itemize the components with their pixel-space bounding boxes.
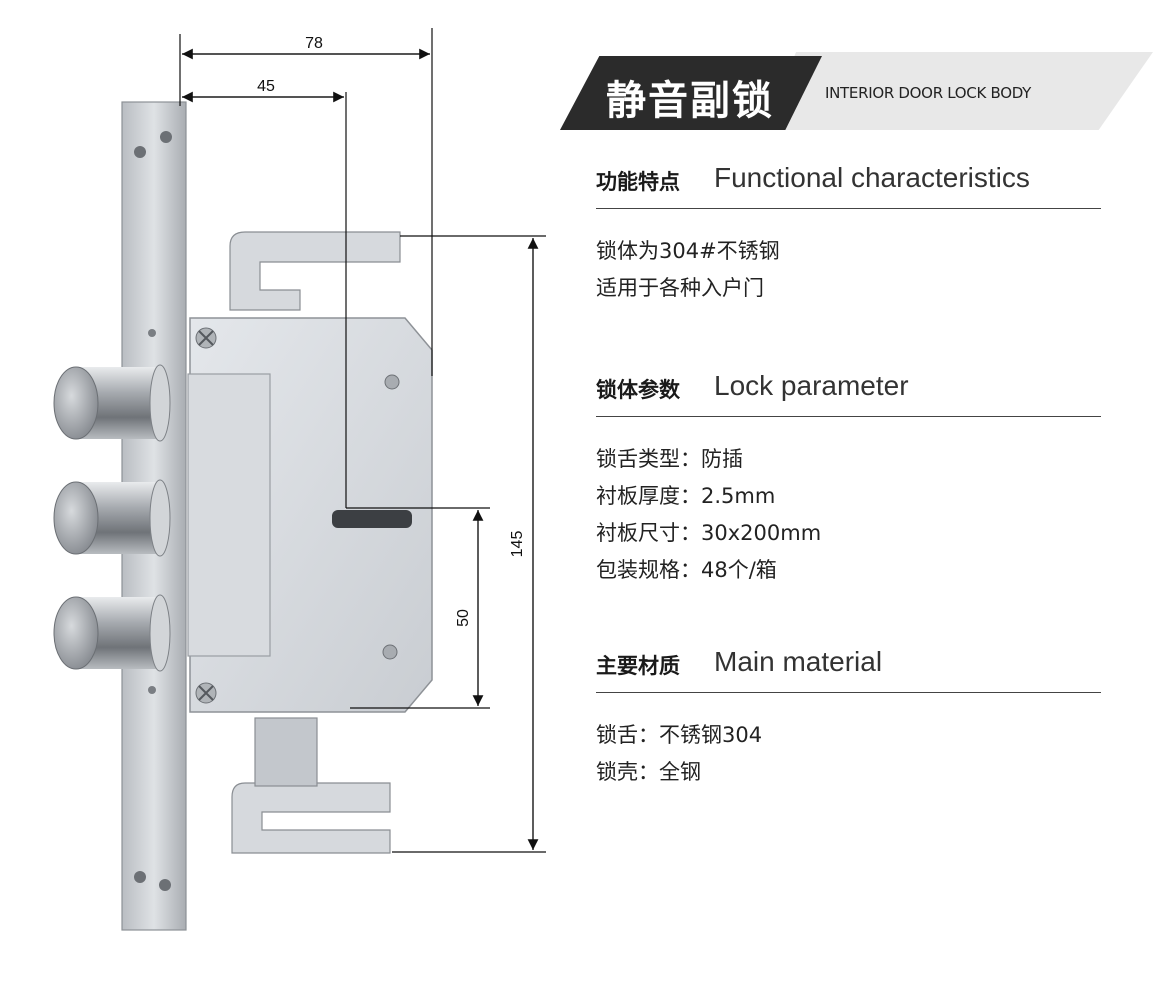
parameter-line: 衬板厚度：2.5mm: [596, 484, 776, 508]
section-title-en: Main material: [714, 646, 883, 677]
faceplate-hole: [160, 131, 172, 143]
screw-bottom-right: [382, 644, 398, 660]
section-title-en: Lock parameter: [714, 370, 909, 401]
lock-body-illustration: 78 45 145 50: [53, 28, 546, 931]
parameter-line: 锁舌类型：防插: [596, 447, 743, 471]
section-title-cn: 锁体参数: [596, 378, 680, 402]
section-functional-characteristics: 功能特点 Functional characteristics 锁体为304#不…: [596, 156, 1101, 307]
section-lock-parameter: 锁体参数 Lock parameter 锁舌类型：防插 衬板厚度：2.5mm 衬…: [596, 364, 1101, 589]
section-title-en: Functional characteristics: [714, 162, 1030, 193]
lock-cover-plate: [187, 373, 271, 657]
screw-top-right: [384, 374, 400, 390]
dimension-lines: [179, 28, 546, 853]
faceplate-hole: [134, 871, 146, 883]
top-hook: [229, 231, 401, 311]
banner-title-cn: 静音副锁: [606, 78, 774, 124]
section-header: 功能特点 Functional characteristics: [596, 156, 1101, 209]
dimension-145: 145: [509, 531, 526, 558]
section-header: 锁体参数 Lock parameter: [596, 364, 1101, 417]
dimension-45: 45: [257, 78, 275, 95]
faceplate-hole: [134, 146, 146, 158]
bolt-bottom: [53, 594, 171, 672]
title-banner: 静音副锁 INTERIOR DOOR LOCK BODY: [560, 52, 1153, 130]
parameter-line: 包装规格：48个/箱: [596, 558, 777, 582]
bottom-hook-stem: [254, 717, 318, 787]
faceplate-hole: [159, 879, 171, 891]
feature-line: 锁体为304#不锈钢: [596, 239, 780, 263]
banner-title-en: INTERIOR DOOR LOCK BODY: [825, 84, 1032, 102]
section-title-cn: 功能特点: [596, 170, 680, 194]
bolt-middle: [53, 479, 171, 557]
bolt-top: [53, 364, 171, 442]
section-main-material: 主要材质 Main material 锁舌：不锈钢304 锁壳：全钢: [596, 640, 1101, 791]
bottom-hook: [231, 782, 391, 854]
dimension-78: 78: [305, 35, 323, 52]
parameter-line: 衬板尺寸：30x200mm: [596, 521, 822, 545]
material-line: 锁壳：全钢: [596, 760, 701, 784]
banner-dark-strip: [560, 56, 822, 130]
material-line: 锁舌：不锈钢304: [596, 723, 763, 747]
section-title-cn: 主要材质: [596, 654, 680, 678]
latch-slot: [332, 510, 412, 528]
feature-line: 适用于各种入户门: [596, 276, 764, 300]
dimension-50: 50: [455, 609, 472, 627]
banner-light-strip: [765, 52, 1153, 130]
section-header: 主要材质 Main material: [596, 640, 1101, 693]
